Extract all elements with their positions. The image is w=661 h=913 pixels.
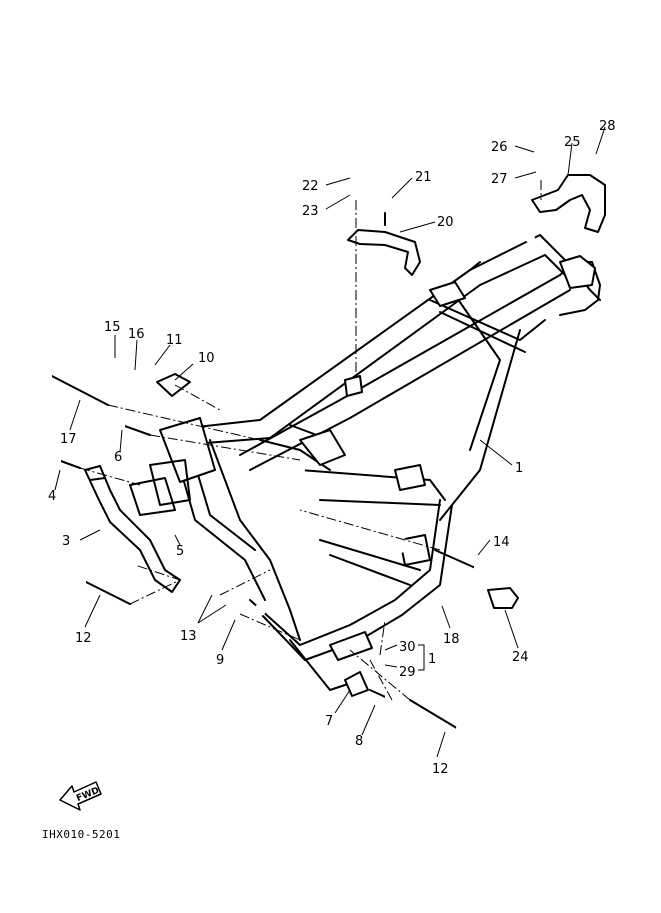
callout-13: 13	[180, 629, 197, 644]
upper-bracket	[347, 205, 421, 276]
callout-15: 15	[104, 320, 121, 335]
fwd-label: FWD	[75, 786, 101, 804]
callout-22: 22	[302, 179, 319, 194]
callout-labels: 1 1 3 4 5 6 7 8 9 10 11 12 12 13 14 15 1…	[48, 119, 616, 777]
callout-8: 8	[355, 734, 363, 749]
callout-25: 25	[564, 135, 581, 150]
callout-17: 17	[60, 432, 77, 447]
callout-27: 27	[491, 172, 508, 187]
callout-12-left: 12	[75, 631, 92, 646]
callout-26: 26	[491, 140, 508, 155]
callout-4: 4	[48, 489, 56, 504]
callout-14: 14	[493, 535, 510, 550]
callout-29: 29	[399, 665, 416, 680]
callout-5: 5	[176, 544, 184, 559]
callout-21: 21	[415, 170, 432, 185]
callout-9: 9	[216, 653, 224, 668]
callout-11: 11	[166, 333, 183, 348]
centerlines	[79, 180, 542, 701]
callout-16: 16	[128, 327, 145, 342]
callout-3: 3	[62, 534, 70, 549]
callout-20: 20	[437, 215, 454, 230]
callout-18: 18	[443, 632, 460, 647]
callout-1: 1	[515, 461, 523, 476]
callout-24: 24	[512, 650, 529, 665]
callout-28: 28	[599, 119, 616, 134]
drawing-code: IHX010-5201	[42, 828, 120, 841]
callout-6: 6	[114, 450, 122, 465]
callout-30: 30	[399, 640, 416, 655]
fwd-arrow-icon: FWD	[59, 781, 102, 811]
callout-23: 23	[302, 204, 319, 219]
callout-1-group: 1	[428, 652, 436, 667]
hardware-parts	[40, 168, 545, 737]
rear-bracket	[531, 148, 606, 233]
callout-12-right: 12	[432, 762, 449, 777]
callout-7: 7	[325, 714, 333, 729]
main-frame	[129, 233, 601, 691]
callout-10: 10	[198, 351, 215, 366]
leader-lines	[54, 126, 606, 758]
